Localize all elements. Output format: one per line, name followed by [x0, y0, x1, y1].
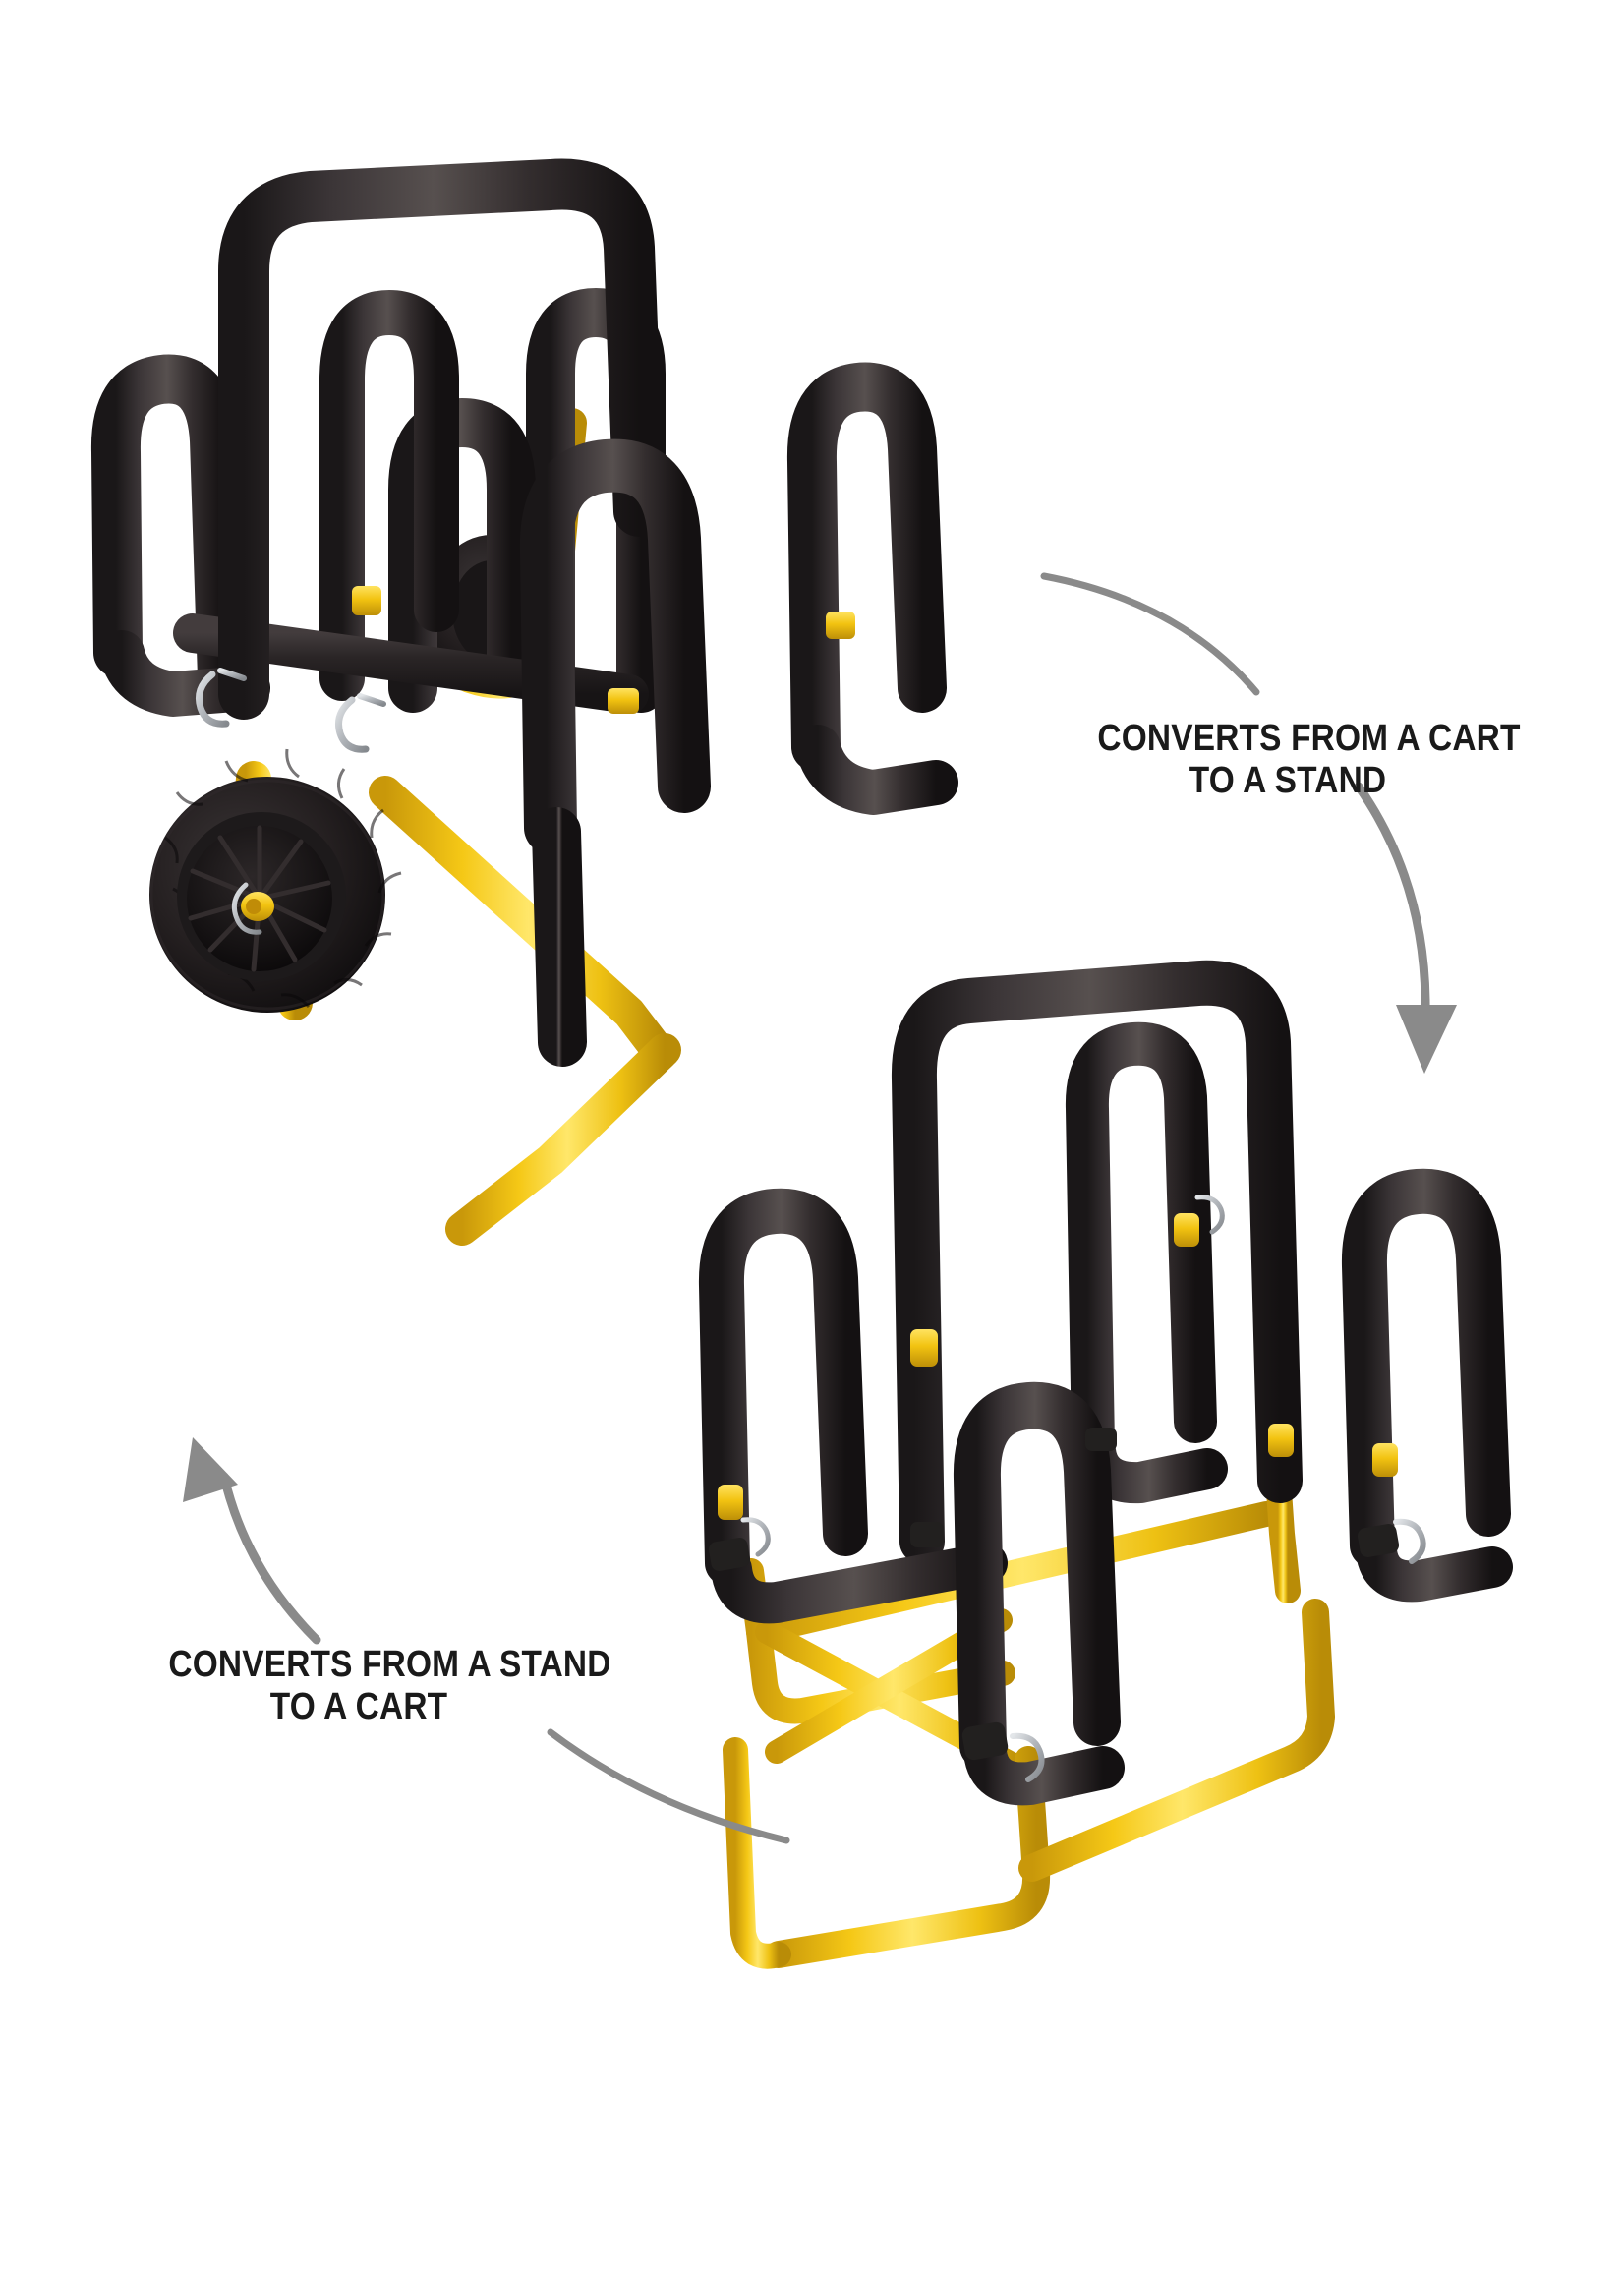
r-clip-pin-left [196, 668, 247, 728]
callout-cart-to-stand: CONVERTS FROM A CART TO A STAND [1097, 718, 1521, 801]
cart-main-wheel [149, 748, 402, 1013]
callout-stand-to-cart: CONVERTS FROM A STAND TO A CART [168, 1644, 611, 1727]
cart-foam-saddle-bars [90, 288, 666, 732]
callout-stand-to-cart-line1: CONVERTS FROM A STAND [168, 1644, 611, 1685]
cart-quick-release-pins [196, 668, 386, 753]
arrow-stand-to-cart-icon [183, 1437, 790, 1844]
cart-foam-saddle-bars-front [519, 362, 958, 1067]
cart-handle-bar [218, 158, 665, 720]
stand-quick-release-pins [740, 1195, 1426, 1782]
stand-tube-clamps [708, 1428, 1400, 1761]
arrow-cart-to-stand-icon [1040, 572, 1457, 1074]
stand-yellow-sleeves [718, 1213, 1398, 1520]
r-clip-pin-center [335, 693, 386, 753]
callout-cart-to-stand-line2: TO A STAND [1189, 759, 1387, 801]
callout-cart-to-stand-line1: CONVERTS FROM A CART [1097, 718, 1521, 759]
cart-yellow-sleeves [352, 586, 855, 714]
stand-foam-saddle-bars [698, 960, 1513, 1806]
callout-stand-to-cart-line2: TO A CART [269, 1685, 448, 1727]
